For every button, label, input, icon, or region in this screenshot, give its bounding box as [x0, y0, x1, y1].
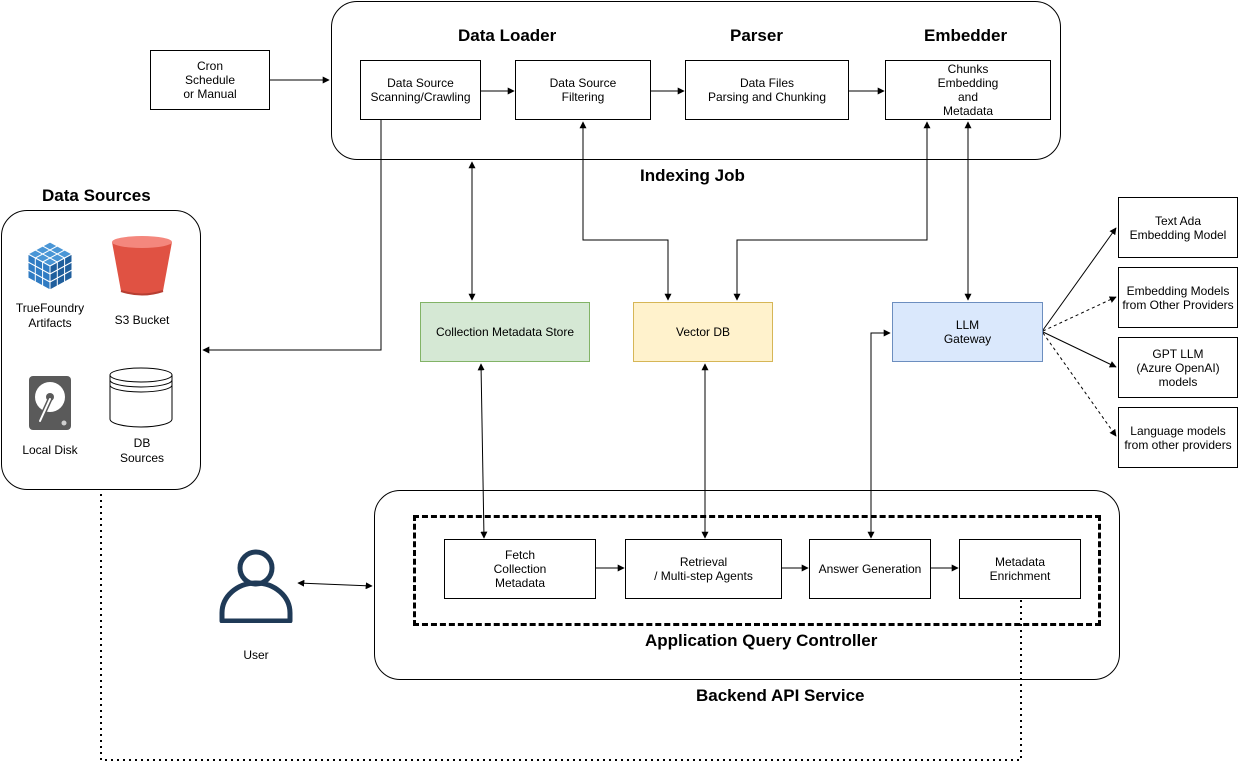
gpt-llm-azure-openai-box: GPT LLM (Azure OpenAI) models: [1118, 337, 1238, 398]
llm-gateway-box: LLM Gateway: [892, 302, 1043, 362]
arrow-embedding-to-vector-db: [733, 121, 931, 301]
data-sources-group: [1, 210, 201, 490]
arrow-answer-to-llm-gateway: [867, 329, 891, 539]
backend-api-service-title: Backend API Service: [696, 686, 865, 705]
fetch-collection-metadata-box: Fetch Collection Metadata: [444, 539, 596, 599]
data-loader-title: Data Loader: [458, 26, 557, 45]
data-source-scanning-box: Data Source Scanning/Crawling: [360, 60, 481, 120]
s3-bucket-label: S3 Bucket: [114, 313, 170, 327]
vector-db-box: Vector DB: [633, 302, 773, 362]
truefoundry-artifacts-icon: [26, 241, 74, 291]
dotted-enrichment-to-data-sources: [100, 492, 1022, 761]
application-query-controller-title: Application Query Controller: [645, 631, 878, 650]
application-query-controller-group: [413, 515, 1101, 626]
parser-title: Parser: [730, 26, 783, 45]
text-ada-embedding-model-box: Text Ada Embedding Model: [1118, 197, 1238, 258]
embedding-models-other-providers-box: Embedding Models from Other Providers: [1118, 267, 1238, 328]
data-sources-title: Data Sources: [42, 186, 151, 205]
arrow-gateway-to-text-ada: [1042, 227, 1117, 331]
local-disk-label: Local Disk: [22, 443, 78, 457]
cron-schedule-box: Cron Schedule or Manual: [150, 50, 270, 110]
indexing-job-group: [331, 1, 1061, 160]
answer-generation-box: Answer Generation: [809, 539, 931, 599]
collection-metadata-store-box: Collection Metadata Store: [420, 302, 590, 362]
truefoundry-artifacts-label: TrueFoundry Artifacts: [15, 301, 85, 330]
embedder-title: Embedder: [924, 26, 1008, 45]
retrieval-multistep-agents-box: Retrieval / Multi-step Agents: [625, 539, 782, 599]
user-label: User: [243, 648, 269, 662]
user-icon: [219, 549, 293, 623]
arrow-gateway-to-gpt: [1042, 331, 1117, 368]
arrow-collection-store-to-fetch: [477, 363, 488, 539]
language-models-other-providers-box: Language models from other providers: [1118, 407, 1238, 468]
arrow-user-to-backend: [297, 579, 373, 590]
data-files-parsing-box: Data Files Parsing and Chunking: [685, 60, 849, 120]
local-disk-icon: [29, 376, 71, 430]
s3-bucket-icon: [112, 236, 172, 296]
arrow-gateway-to-language-other: [1042, 332, 1117, 437]
arrow-gateway-to-embedding-other: [1042, 296, 1117, 332]
backend-api-service-group: [374, 490, 1120, 680]
db-sources-label: DB Sources: [119, 436, 165, 465]
arrow-filtering-to-vector-db: [579, 121, 672, 301]
db-sources-icon: [109, 367, 173, 428]
arrow-scanning-to-data-sources: [202, 120, 382, 354]
chunks-embedding-box: Chunks Embedding and Metadata: [885, 60, 1051, 120]
data-source-filtering-box: Data Source Filtering: [515, 60, 651, 120]
metadata-enrichment-box: Metadata Enrichment: [959, 539, 1081, 599]
